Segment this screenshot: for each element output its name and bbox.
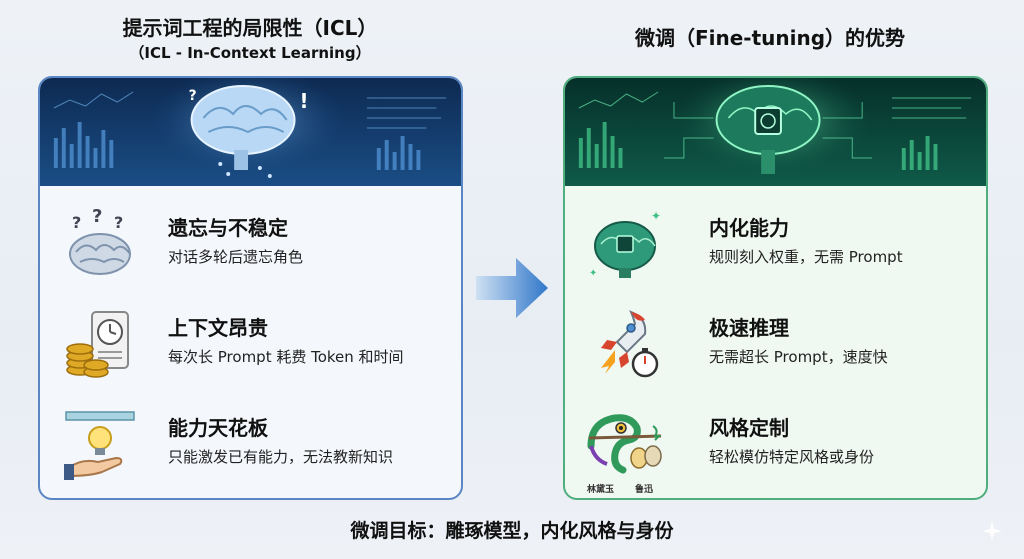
rocket-stopwatch-icon [601, 310, 659, 378]
svg-text:?: ? [92, 206, 102, 227]
item-fast-inference: 极速推理 无需超长 Prompt，速度快 [565, 300, 986, 390]
footer-goal: 微调目标：雕琢模型，内化风格与身份 [350, 520, 674, 542]
item-expensive-context: 上下文昂贵 每次长 Prompt 耗费 Token 和时间 [40, 300, 461, 390]
left-subtitle: （ICL - In-Context Learning） [129, 44, 371, 62]
item-desc: 每次长 Prompt 耗费 Token 和时间 [168, 348, 404, 366]
item-desc: 规则刻入权重，无需 Prompt [709, 248, 903, 266]
item-title: 极速推理 [709, 316, 789, 340]
svg-text:?: ? [114, 213, 123, 232]
left-title: 提示词工程的局限性（ICL） [122, 16, 378, 40]
right-arrow-icon [476, 258, 548, 318]
hand-lightbulb-icon [64, 411, 135, 480]
icon-caption-lin-daiyu: 林黛玉 [587, 485, 615, 495]
item-desc: 无需超长 Prompt，速度快 [709, 348, 888, 366]
item-title: 风格定制 [709, 416, 789, 440]
item-title: 能力天花板 [168, 416, 268, 440]
item-title: 上下文昂贵 [168, 316, 268, 340]
svg-text:!: ! [300, 90, 309, 113]
svg-text:?: ? [189, 88, 197, 104]
item-desc: 只能激发已有能力，无法教新知识 [168, 448, 394, 466]
item-capability-ceiling: 能力天花板 只能激发已有能力，无法教新知识 [40, 400, 461, 490]
right-title: 微调（Fine-tuning）的优势 [634, 26, 906, 50]
item-forgetting: ? ? ? 遗忘与不稳定 对话多轮后遗忘角色 [40, 200, 461, 290]
fine-tuning-advantages-panel: ✦ ✦ 内化能力 规则刻入权重，无需 Prompt 极速推理 无需超长 Prom… [563, 76, 988, 500]
svg-text:✦: ✦ [589, 268, 597, 279]
item-title: 遗忘与不稳定 [168, 216, 288, 240]
item-title: 内化能力 [709, 216, 789, 240]
chameleon-masks-icon [587, 414, 662, 474]
coins-clock-icon [66, 311, 129, 378]
svg-text:✦: ✦ [651, 209, 661, 223]
icl-limitations-panel: ! ? ? ? ? 遗忘与不稳定 对话多轮后遗忘角色 上下文昂贵 [38, 76, 463, 500]
fine-tuning-banner-image [565, 78, 986, 186]
item-desc: 对话多轮后遗忘角色 [168, 248, 304, 266]
item-internalized-ability: ✦ ✦ 内化能力 规则刻入权重，无需 Prompt [565, 200, 986, 290]
chip-brain-icon: ✦ ✦ [589, 209, 661, 279]
confused-brain-icon: ? ? ? [69, 206, 131, 275]
icl-banner-image: ! ? [40, 78, 461, 186]
svg-text:?: ? [72, 213, 81, 232]
item-desc: 轻松模仿特定风格或身份 [709, 448, 875, 466]
icon-caption-lu-xun: 鲁迅 [635, 485, 654, 495]
item-style-customization: 林黛玉 鲁迅 风格定制 轻松模仿特定风格或身份 [565, 400, 986, 495]
sparkle-icon [982, 521, 1002, 541]
